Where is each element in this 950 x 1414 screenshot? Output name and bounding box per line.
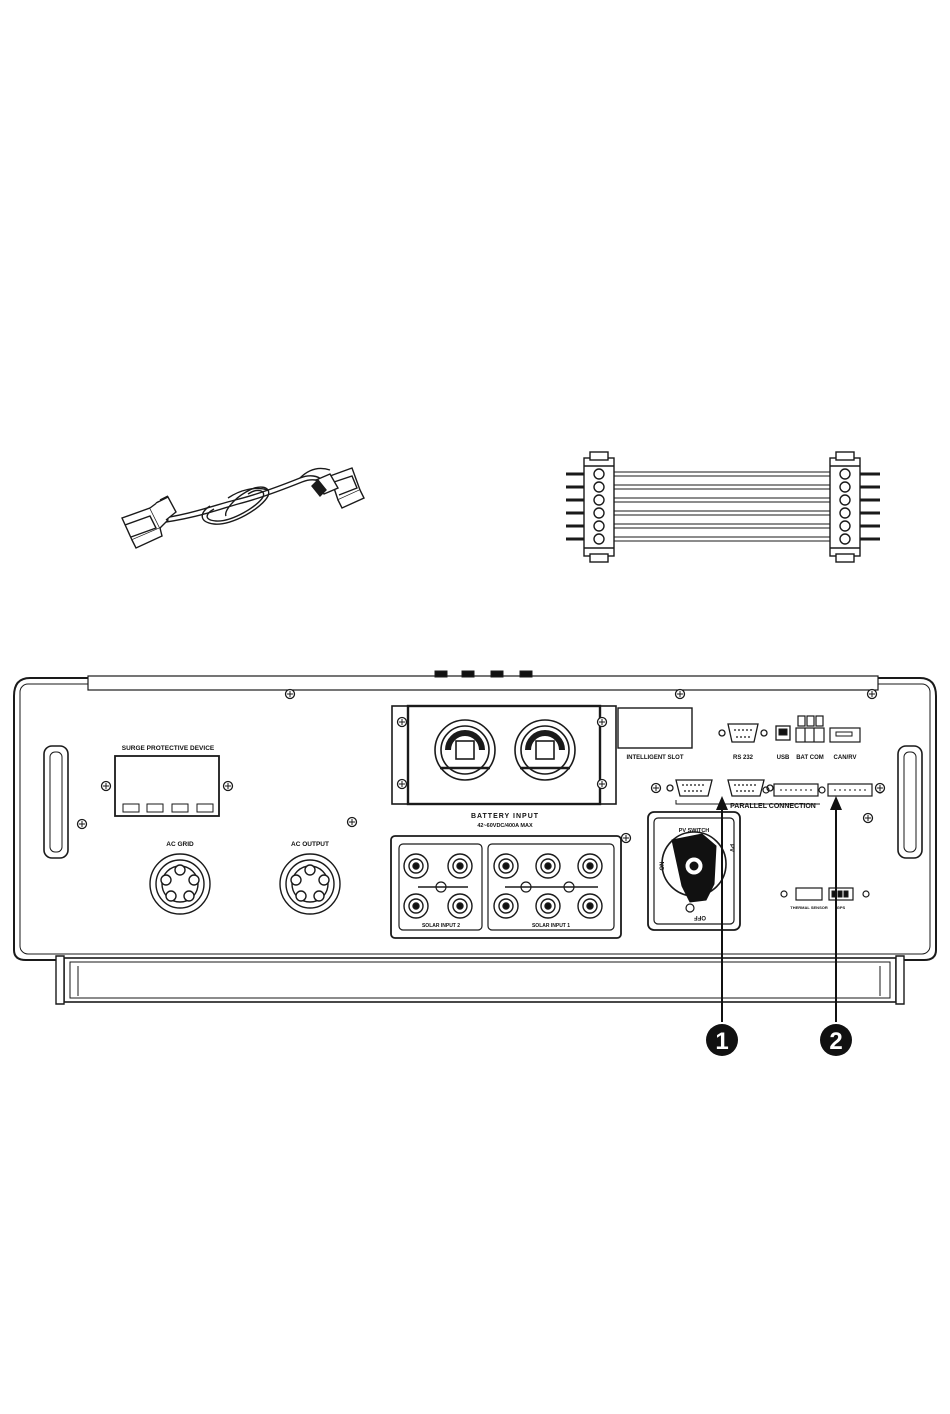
label-thermal-sensor: THERMAL SENSOR [790,905,828,910]
screw [868,690,877,699]
label-ac-grid: AC GRID [166,841,194,848]
label-rs232: RS 232 [733,755,754,761]
terminal-screw [594,482,604,492]
battery-terminal-negative [515,720,575,780]
screw [676,690,685,699]
screw [598,780,607,789]
label-solar-input-2: SOLAR INPUT 2 [422,923,460,929]
terminal-screw [594,534,604,544]
ac-grid-connector [150,854,210,914]
screw [224,782,233,791]
solar-terminal [448,854,472,878]
terminal-cable-illustration [566,452,880,562]
screw [652,784,661,793]
callout-2: 2 [820,1024,852,1056]
label-solar-input-1: SOLAR INPUT 1 [532,923,570,929]
solar-terminal [404,894,428,918]
terminal-screw [594,521,604,531]
terminal-screw [594,508,604,518]
screw [398,718,407,727]
terminal-screw [840,482,850,492]
callout-1: 1 [706,1024,738,1056]
solar-terminal [494,894,518,918]
label-ac-output: AC OUTPUT [291,841,329,848]
label-usb: USB [777,755,790,761]
screw [622,834,631,843]
label-switch-on: ON [660,862,666,871]
terminal-screw [840,469,850,479]
label-intelligent-slot: INTELLIGENT SLOT [627,755,684,761]
terminal-screw [594,469,604,479]
battery-terminal-positive [435,720,495,780]
screw [598,718,607,727]
screw [78,820,87,829]
solar-terminal [536,894,560,918]
screw [102,782,111,791]
solar-terminal [578,894,602,918]
label-battery-spec: 42~60VDC/400A MAX [477,823,533,829]
label-surge-protective-device: SURGE PROTECTIVE DEVICE [122,745,215,752]
label-bat-com: BAT COM [796,755,824,761]
callout-2-number: 2 [829,1028,842,1055]
screw [348,818,357,827]
solar-terminal [494,854,518,878]
callout-1-number: 1 [715,1028,728,1055]
label-pv-switch: PV SWITCH [679,828,710,834]
inverter-rear-panel [14,671,936,1004]
terminal-screw [840,508,850,518]
terminal-screw [840,534,850,544]
solar-terminal [536,854,560,878]
label-can-rv: CAN/RV [834,755,857,761]
screw [286,690,295,699]
solar-terminal [448,894,472,918]
label-parallel-connection: PARALLEL CONNECTION [730,803,816,810]
screw [398,780,407,789]
serial-cable-illustration [122,468,364,548]
ac-output-connector [280,854,340,914]
screw [864,814,873,823]
terminal-screw [840,495,850,505]
solar-terminal [578,854,602,878]
solar-terminal [404,854,428,878]
terminal-screw [840,521,850,531]
label-switch-pole: PV [728,844,734,852]
label-battery-input: BATTERY INPUT [471,813,539,820]
label-gps: GPS [837,905,846,910]
label-switch-off: OFF [694,914,706,920]
terminal-screw [594,495,604,505]
screw [876,784,885,793]
